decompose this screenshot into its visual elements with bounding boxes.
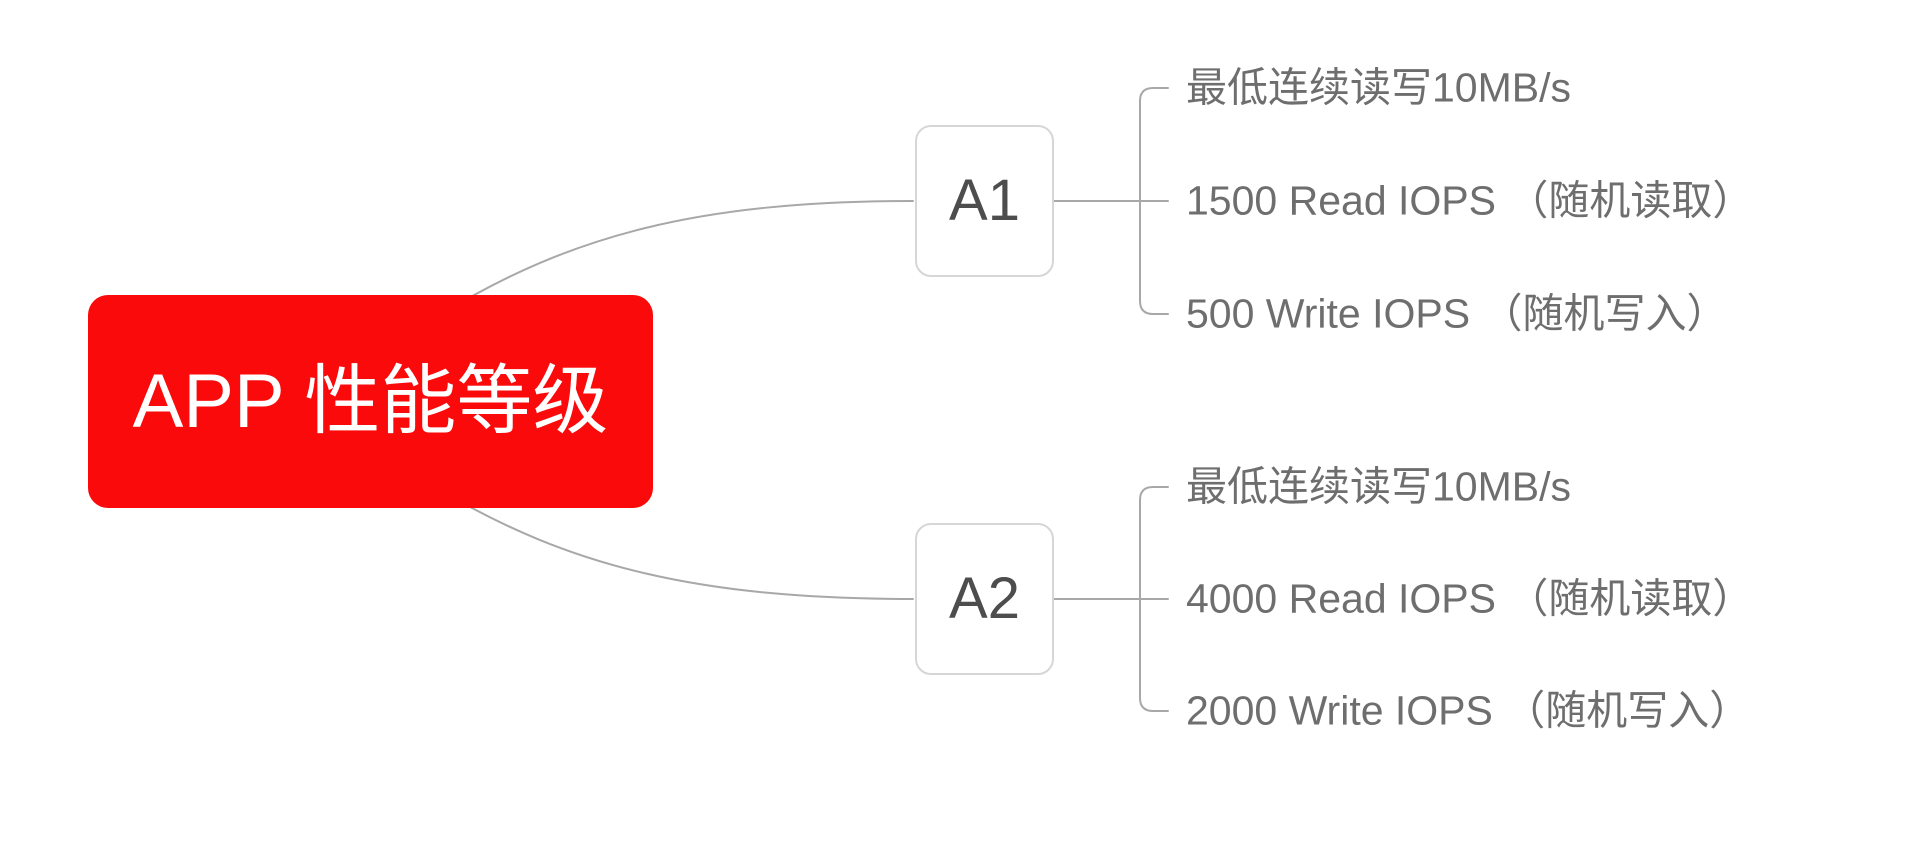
leaf-a2-read-iops[interactable]: 4000 Read IOPS （随机读取）	[1186, 575, 1754, 622]
root-topic-label: APP 性能等级	[132, 358, 609, 444]
leaf-a1-write-iops[interactable]: 500 Write IOPS （随机写入）	[1186, 290, 1728, 337]
leaf-a2-write-iops[interactable]: 2000 Write IOPS （随机写入）	[1186, 687, 1751, 734]
leaf-a2-sequential-speed[interactable]: 最低连续读写10MB/s	[1186, 463, 1571, 510]
root-topic[interactable]: APP 性能等级	[88, 295, 653, 508]
topic-a1[interactable]: A1	[915, 125, 1054, 277]
leaf-a1-read-iops[interactable]: 1500 Read IOPS （随机读取）	[1186, 177, 1754, 224]
bracket-a1-trunk	[1139, 87, 1169, 315]
connector-root-a2	[439, 489, 914, 600]
connector-root-a1	[439, 200, 914, 316]
topic-a1-label: A1	[949, 168, 1020, 233]
bracket-a2-trunk	[1139, 486, 1169, 712]
leaf-a1-sequential-speed[interactable]: 最低连续读写10MB/s	[1186, 64, 1571, 111]
topic-a2[interactable]: A2	[915, 523, 1054, 675]
topic-a2-label: A2	[949, 566, 1020, 631]
